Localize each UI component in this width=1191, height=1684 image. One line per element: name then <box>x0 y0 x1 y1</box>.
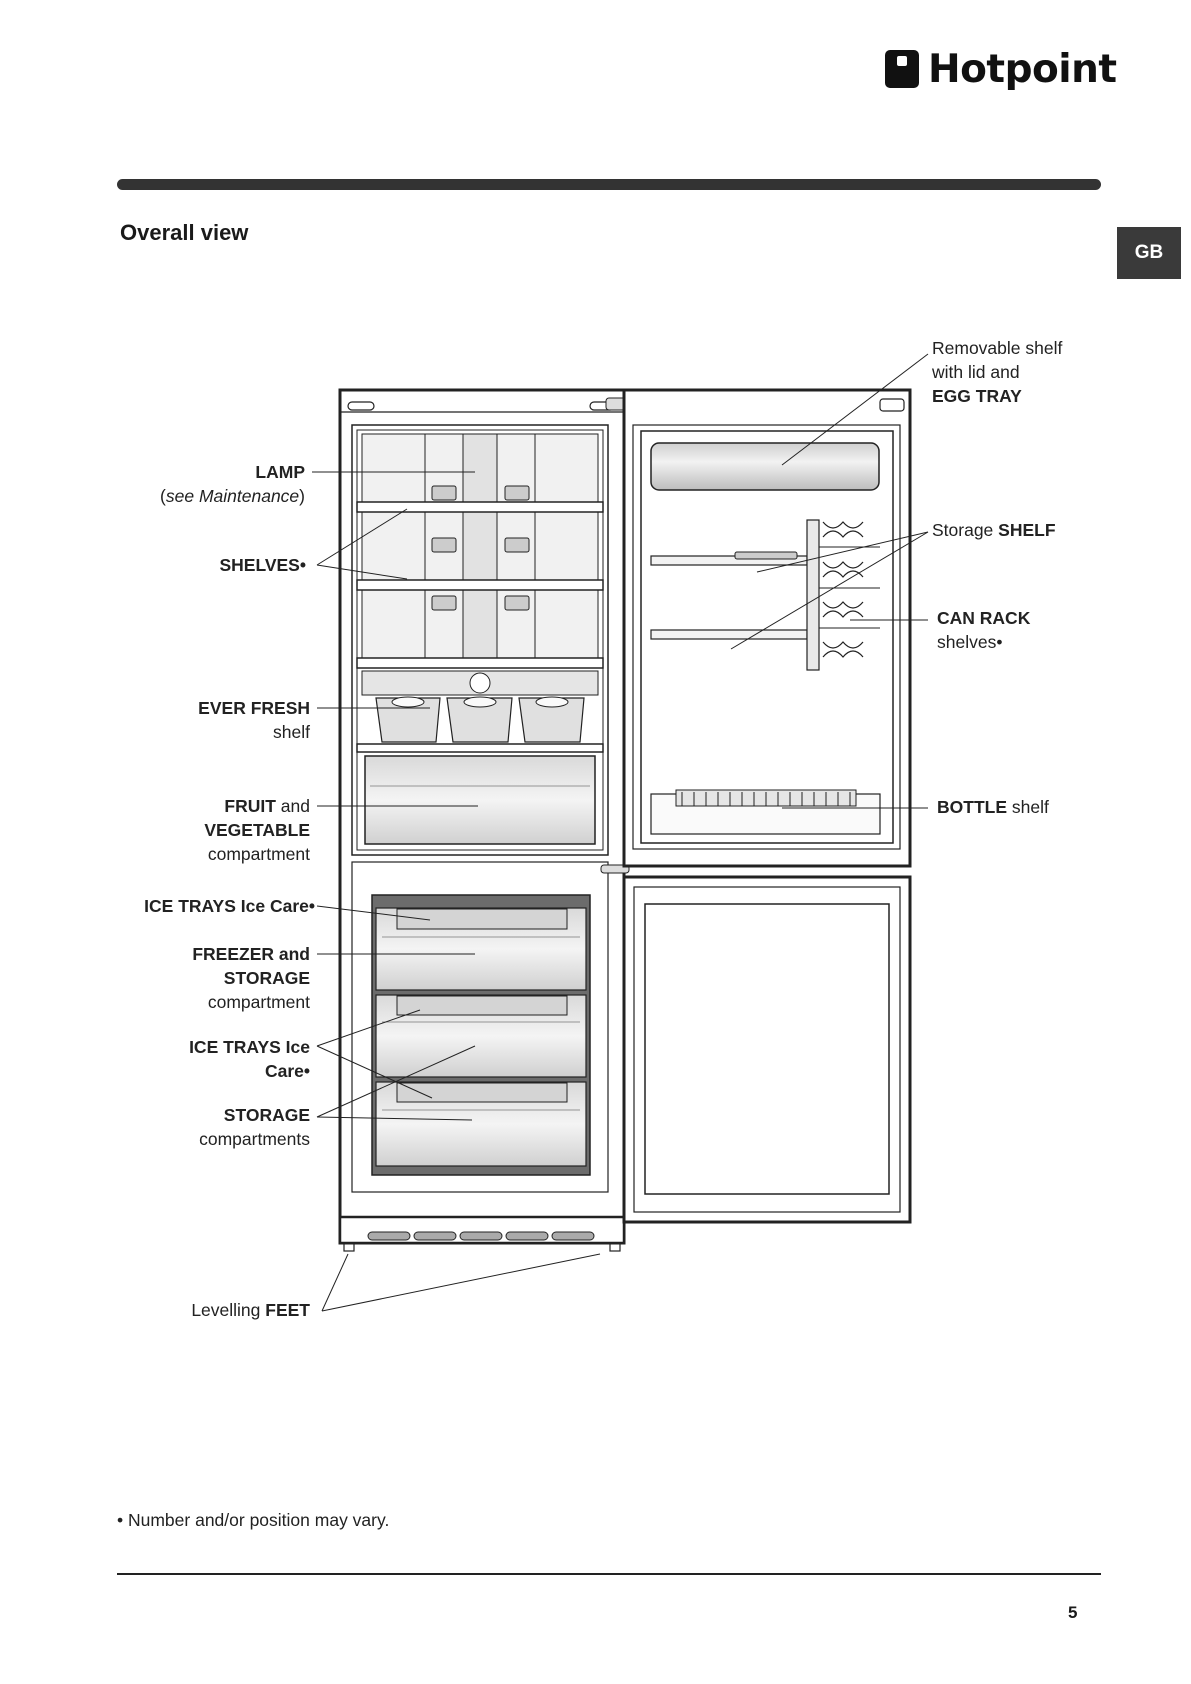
language-tab: GB <box>1117 227 1181 279</box>
label-ever-fresh: EVER FRESH shelf <box>198 698 310 742</box>
top-divider <box>117 179 1101 190</box>
label-ice-trays-1: ICE TRAYS Ice Care• <box>144 896 315 916</box>
leader-lines <box>312 353 929 1312</box>
page-title: Overall view <box>120 220 249 245</box>
label-freezer-storage: FREEZER and STORAGE compartment <box>192 944 310 1012</box>
label-shelves: SHELVES• <box>219 555 306 575</box>
bottom-divider <box>117 1573 1101 1575</box>
label-bottle-shelf: BOTTLE shelf <box>937 797 1049 817</box>
freezer-door <box>622 875 912 1224</box>
fruit-vegetable-drawer <box>364 755 596 845</box>
brand-name: Hotpoint <box>928 46 1117 92</box>
label-levelling-feet: Levelling FEET <box>191 1300 310 1320</box>
label-storage: STORAGE compartments <box>199 1105 310 1149</box>
fridge-shelves <box>356 433 604 669</box>
footnote: • Number and/or position may vary. <box>117 1510 390 1530</box>
label-storage-shelf: Storage SHELF <box>932 520 1056 540</box>
hotpoint-logo: Hotpoint <box>885 44 1117 94</box>
freezer-section <box>351 861 609 1193</box>
label-fruit-vegetable: FRUIT and VEGETABLE compartment <box>204 796 310 864</box>
label-ice-trays-2: ICE TRAYS Ice Care• <box>189 1037 310 1081</box>
label-can-rack: CAN RACK shelves• <box>937 608 1031 652</box>
plinth <box>338 1215 626 1252</box>
page-number: 5 <box>1068 1603 1078 1622</box>
label-egg-tray: Removable shelf with lid and EGG TRAY <box>932 338 1063 406</box>
label-lamp: LAMP (see Maintenance) <box>160 462 305 506</box>
hotpoint-logo-icon <box>885 50 919 88</box>
ever-fresh-shelf <box>356 670 604 753</box>
